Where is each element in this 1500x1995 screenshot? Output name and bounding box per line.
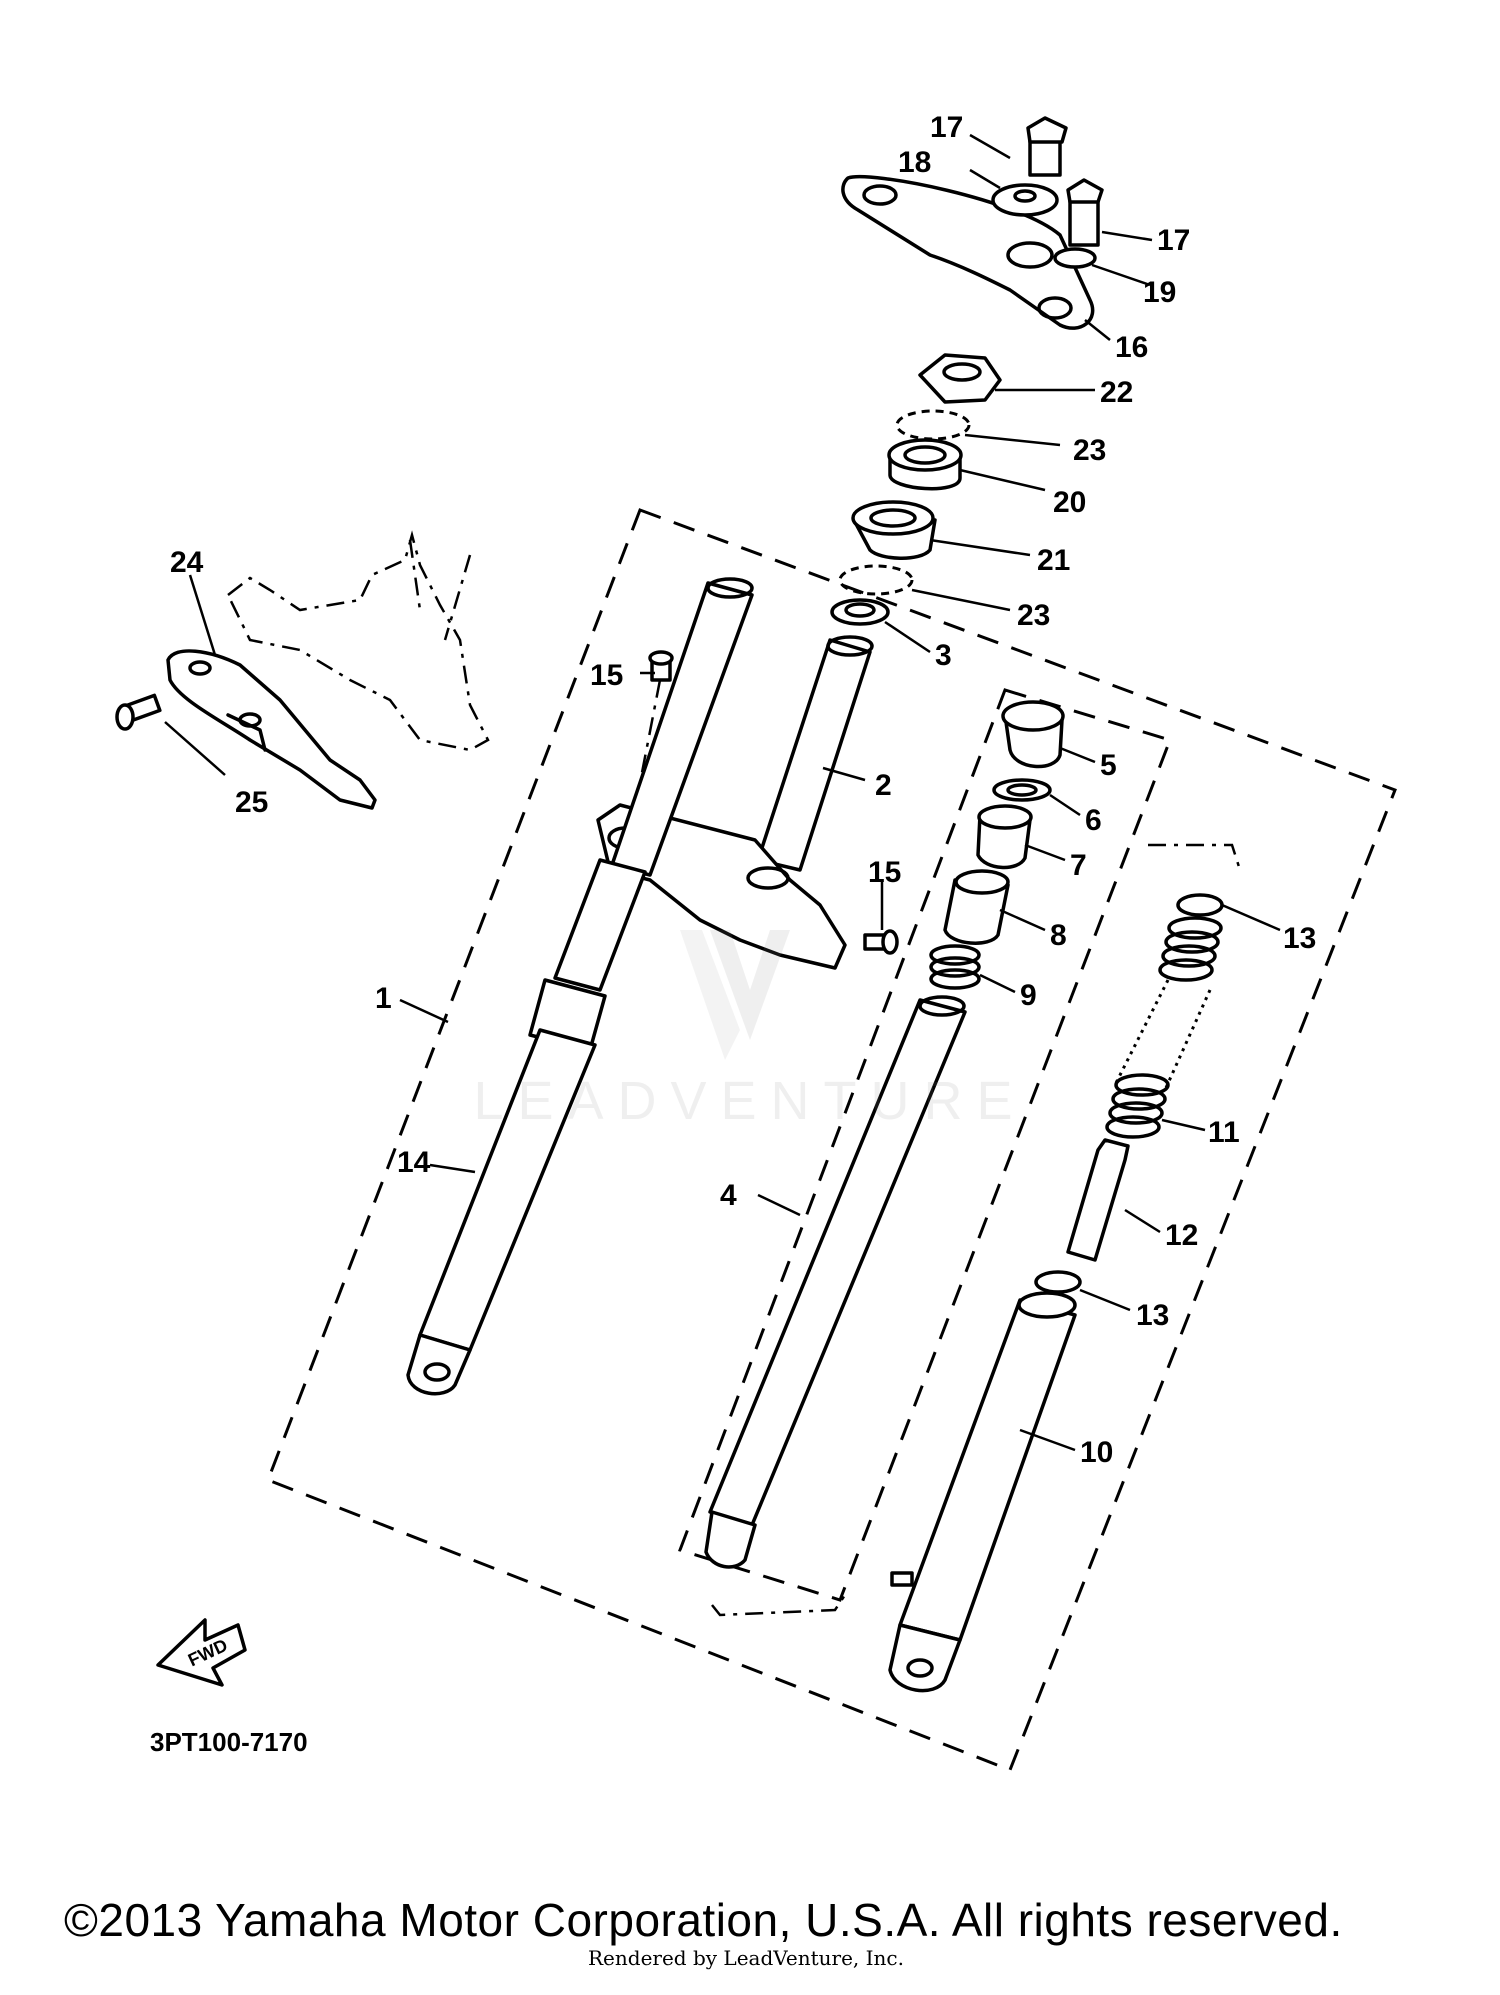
callout-7: 7: [1070, 849, 1087, 882]
callout-14: 14: [397, 1146, 431, 1179]
seat-13-lower: [1034, 1270, 1082, 1294]
callout-numbers: 17 18 17 19 16 22 23 20 21 23 3 2 5 6 7 …: [170, 111, 1316, 1469]
callout-12: 12: [1165, 1219, 1198, 1252]
frame-reference-outline: [226, 530, 490, 752]
seat-13-upper: [1176, 893, 1224, 917]
copyright-notice: ©2013 Yamaha Motor Corporation, U.S.A. A…: [64, 1894, 1343, 1946]
callout-8: 8: [1050, 919, 1067, 952]
callout-19: 19: [1143, 276, 1176, 309]
washer-19: [1053, 247, 1097, 269]
bolt-17-upper: [1026, 116, 1068, 177]
bolt-17-lower: [1066, 178, 1104, 247]
callout-24: 24: [170, 546, 204, 579]
leader-lines: [164, 133, 1281, 1452]
callout-5: 5: [1100, 749, 1117, 782]
callout-20: 20: [1053, 486, 1086, 519]
callout-21: 21: [1037, 544, 1070, 577]
callout-6: 6: [1085, 804, 1102, 837]
outer-tube-10: [888, 1291, 1077, 1693]
washer-18: [991, 183, 1059, 217]
callout-1: 1: [375, 982, 392, 1015]
forward-direction-arrow: FWD: [156, 1618, 247, 1687]
ring-23-lower: [838, 564, 914, 596]
bolt-15-upper: [648, 650, 674, 682]
upper-bracket: [841, 174, 1095, 330]
callout-11: 11: [1208, 1116, 1240, 1149]
callout-9: 9: [1020, 979, 1037, 1012]
clip-6: [992, 778, 1052, 802]
oil-seal-7: [976, 804, 1033, 870]
callout-10: 10: [1080, 1436, 1113, 1469]
dust-seal-3: [830, 598, 890, 626]
callout-17a: 17: [930, 111, 963, 144]
cover-24: [166, 649, 377, 810]
bolt-15-lower: [863, 929, 899, 955]
fork-spring-11: [1105, 916, 1223, 1139]
callout-15b: 15: [868, 856, 901, 889]
callout-22: 22: [1100, 376, 1133, 409]
dust-seal-5: [1001, 700, 1065, 769]
callout-23b: 23: [1017, 599, 1050, 632]
leadventure-watermark: LEADVENTURE: [440, 920, 1060, 1150]
steering-stem-2: [756, 635, 874, 872]
bolt-25: [115, 693, 162, 731]
fork-leg-1: [406, 577, 754, 1396]
bearing-race-21: [851, 500, 937, 560]
watermark-text: LEADVENTURE: [473, 1071, 1027, 1131]
callout-16: 16: [1115, 331, 1148, 364]
collar-12: [1066, 1138, 1130, 1262]
callout-13a: 13: [1283, 922, 1316, 955]
watermark-logo-icon: [680, 930, 790, 1060]
callout-3: 3: [935, 639, 952, 672]
callout-13b: 13: [1136, 1299, 1169, 1332]
ring-nut-22: [918, 353, 1002, 404]
group-bracket-spring: [1148, 843, 1242, 871]
group-bracket-lower: [711, 1594, 847, 1617]
callout-23a: 23: [1073, 434, 1106, 467]
fork-assembly-boundary: [266, 508, 1397, 1772]
diagram-code: 3PT100-7170: [150, 1727, 308, 1757]
callout-4: 4: [720, 1179, 737, 1212]
bearing-20: [887, 438, 963, 491]
callout-18: 18: [898, 146, 931, 179]
callout-25: 25: [235, 786, 268, 819]
inner-tube-4: [704, 995, 967, 1569]
rendered-by-notice: Rendered by LeadVenture, Inc.: [588, 1946, 904, 1970]
washer-8: [943, 869, 1010, 945]
callout-2: 2: [875, 769, 892, 802]
callout-15a: 15: [590, 659, 623, 692]
bushing-9: [929, 944, 981, 990]
callout-17b: 17: [1157, 224, 1190, 257]
inner-tube-group-boundary: [678, 688, 1172, 1602]
ring-23-upper: [895, 409, 971, 441]
